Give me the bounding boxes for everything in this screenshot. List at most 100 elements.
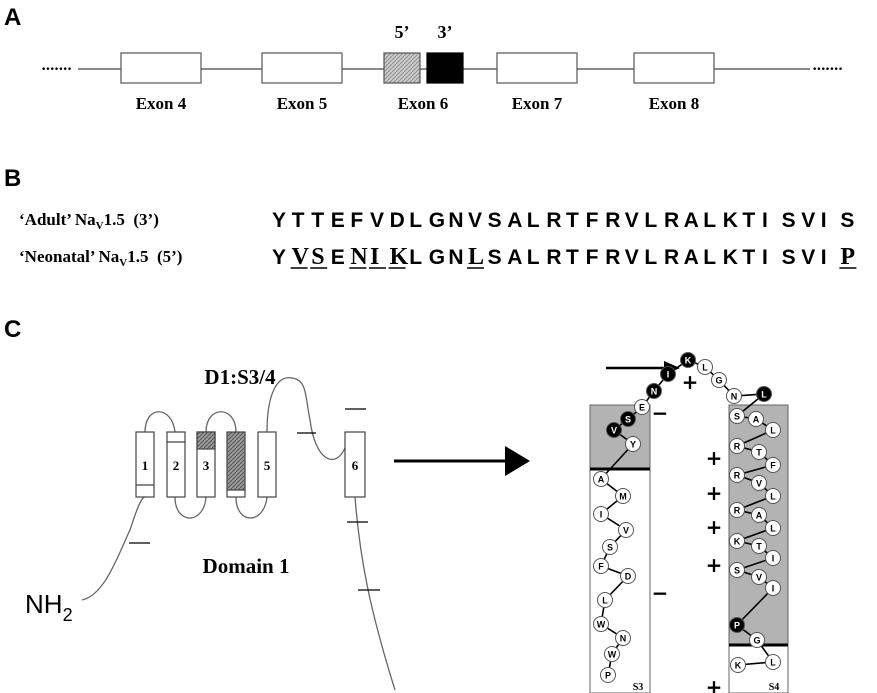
adult-seq-residue: E bbox=[331, 209, 345, 232]
residue-letter: V bbox=[756, 573, 762, 583]
neonatal-seq-residue: L bbox=[527, 246, 540, 269]
charge-marker: + bbox=[706, 446, 723, 470]
segment-1: 1 bbox=[136, 432, 154, 497]
adult-seq-residue: L bbox=[409, 209, 422, 232]
neonatal-seq-residue: I bbox=[821, 246, 827, 269]
residue-letter: N bbox=[651, 387, 658, 397]
neonatal-seq-residue: R bbox=[546, 246, 561, 269]
neonatal-label: ‘Neonatal’ NaV1.5 (5’) bbox=[19, 247, 182, 269]
adult-seq-residue: A bbox=[507, 209, 522, 232]
charge-markers: +−−+++++ bbox=[652, 370, 723, 693]
exon-6-label: Exon 6 bbox=[398, 94, 449, 113]
panel-label-a: A bbox=[4, 4, 21, 31]
svg-text:3: 3 bbox=[203, 458, 210, 473]
domain-title: D1:S3/4 bbox=[204, 365, 276, 389]
exon-4-label: Exon 4 bbox=[136, 94, 187, 113]
residue-letter: I bbox=[600, 510, 603, 520]
neonatal-seq-residue: N bbox=[350, 244, 368, 270]
adult-seq-residue: L bbox=[703, 209, 716, 232]
residue-letter: R bbox=[734, 506, 741, 516]
adult-seq-residue: T bbox=[742, 209, 755, 232]
exon-6-5prime-box bbox=[384, 53, 420, 83]
adult-sequence: YTTEFVDLGNVSALRTFRVLRALKTISVIS bbox=[272, 209, 854, 232]
neonatal-seq-residue: R bbox=[605, 246, 620, 269]
adult-seq-residue: K bbox=[723, 209, 738, 232]
neonatal-seq-residue: K bbox=[723, 246, 738, 269]
neonatal-seq-residue: V bbox=[292, 244, 310, 270]
gene-diagram: ••••••• ••••••• 5’ 3’ Exon 4 Exon 5 Exon… bbox=[41, 22, 842, 113]
residue-letter: M bbox=[619, 492, 627, 502]
segment-5: 5 bbox=[258, 432, 276, 497]
adult-seq-residue: R bbox=[546, 209, 561, 232]
neonatal-seq-residue: P bbox=[840, 244, 855, 270]
adult-seq-residue: V bbox=[801, 209, 815, 232]
residue-letter: K bbox=[735, 661, 742, 671]
adult-seq-residue: T bbox=[292, 209, 305, 232]
neonatal-seq-residue: S bbox=[488, 246, 502, 269]
adult-seq-residue: R bbox=[664, 209, 679, 232]
adult-seq-residue: I bbox=[821, 209, 827, 232]
neonatal-seq-residue: N bbox=[448, 246, 463, 269]
exon-8-label: Exon 8 bbox=[649, 94, 700, 113]
neonatal-seq-residue: K bbox=[390, 244, 409, 270]
exon-5-box bbox=[262, 53, 342, 83]
neonatal-seq-residue: I bbox=[762, 246, 768, 269]
residue-letter: G bbox=[715, 376, 722, 386]
charge-marker: + bbox=[706, 481, 723, 505]
neonatal-seq-residue: L bbox=[644, 246, 657, 269]
trailing-dots: ••••••• bbox=[812, 65, 842, 75]
svg-text:1: 1 bbox=[142, 458, 149, 473]
adult-seq-residue: G bbox=[429, 209, 445, 232]
residue-letter: L bbox=[770, 658, 776, 668]
neonatal-seq-residue: R bbox=[664, 246, 679, 269]
residue-letter: V bbox=[611, 426, 617, 436]
charge-marker: + bbox=[706, 553, 723, 577]
svg-text:6: 6 bbox=[352, 458, 359, 473]
adult-seq-residue: A bbox=[684, 209, 699, 232]
segment-6: 6 bbox=[345, 432, 365, 497]
exon-7-box bbox=[497, 53, 577, 83]
exon-6-3prime-box bbox=[427, 53, 463, 83]
residue-letter: L bbox=[770, 426, 776, 436]
residue-letter: I bbox=[772, 584, 775, 594]
residue-letter: L bbox=[770, 524, 776, 534]
neonatal-seq-residue: S bbox=[782, 246, 796, 269]
residue-letter: L bbox=[770, 492, 776, 502]
charge-marker: − bbox=[652, 401, 669, 425]
residue-letter: W bbox=[597, 620, 606, 630]
residue-letter: P bbox=[734, 621, 740, 631]
adult-seq-residue: D bbox=[390, 209, 405, 232]
adult-seq-residue: S bbox=[840, 209, 854, 232]
neonatal-sequence: YVSENIKLGNLSALRTFRVLRALKTISVIP bbox=[272, 244, 856, 270]
residue-letter: D bbox=[625, 572, 632, 582]
adult-seq-residue: N bbox=[448, 209, 463, 232]
residue-letter: R bbox=[734, 442, 741, 452]
residue-letter: E bbox=[639, 403, 645, 413]
adult-seq-residue: V bbox=[468, 209, 482, 232]
segment-3: 3 bbox=[197, 432, 215, 497]
neonatal-seq-residue: F bbox=[586, 246, 599, 269]
neonatal-seq-residue: L bbox=[409, 246, 422, 269]
residue-letter: S bbox=[625, 415, 631, 425]
residue-letter: F bbox=[770, 461, 776, 471]
adult-seq-residue: T bbox=[566, 209, 579, 232]
charge-marker: + bbox=[706, 515, 723, 539]
neonatal-seq-residue: L bbox=[703, 246, 716, 269]
residue-letter: L bbox=[761, 390, 767, 400]
residue-letter: R bbox=[734, 471, 741, 481]
exon-7-label: Exon 7 bbox=[512, 94, 563, 113]
neonatal-seq-residue: Y bbox=[272, 246, 286, 269]
residue-letter: S bbox=[607, 543, 613, 553]
neonatal-seq-residue: T bbox=[742, 246, 755, 269]
neonatal-seq-residue: A bbox=[684, 246, 699, 269]
residue-letter: V bbox=[756, 479, 762, 489]
residue-letter: A bbox=[598, 475, 605, 485]
domain-label: Domain 1 bbox=[203, 554, 290, 578]
charge-marker: + bbox=[682, 370, 699, 394]
residue-letter: K bbox=[685, 356, 692, 366]
residue-letter: A bbox=[753, 415, 760, 425]
neonatal-seq-residue: I bbox=[370, 244, 379, 270]
adult-seq-residue: L bbox=[527, 209, 540, 232]
adult-seq-residue: L bbox=[644, 209, 657, 232]
